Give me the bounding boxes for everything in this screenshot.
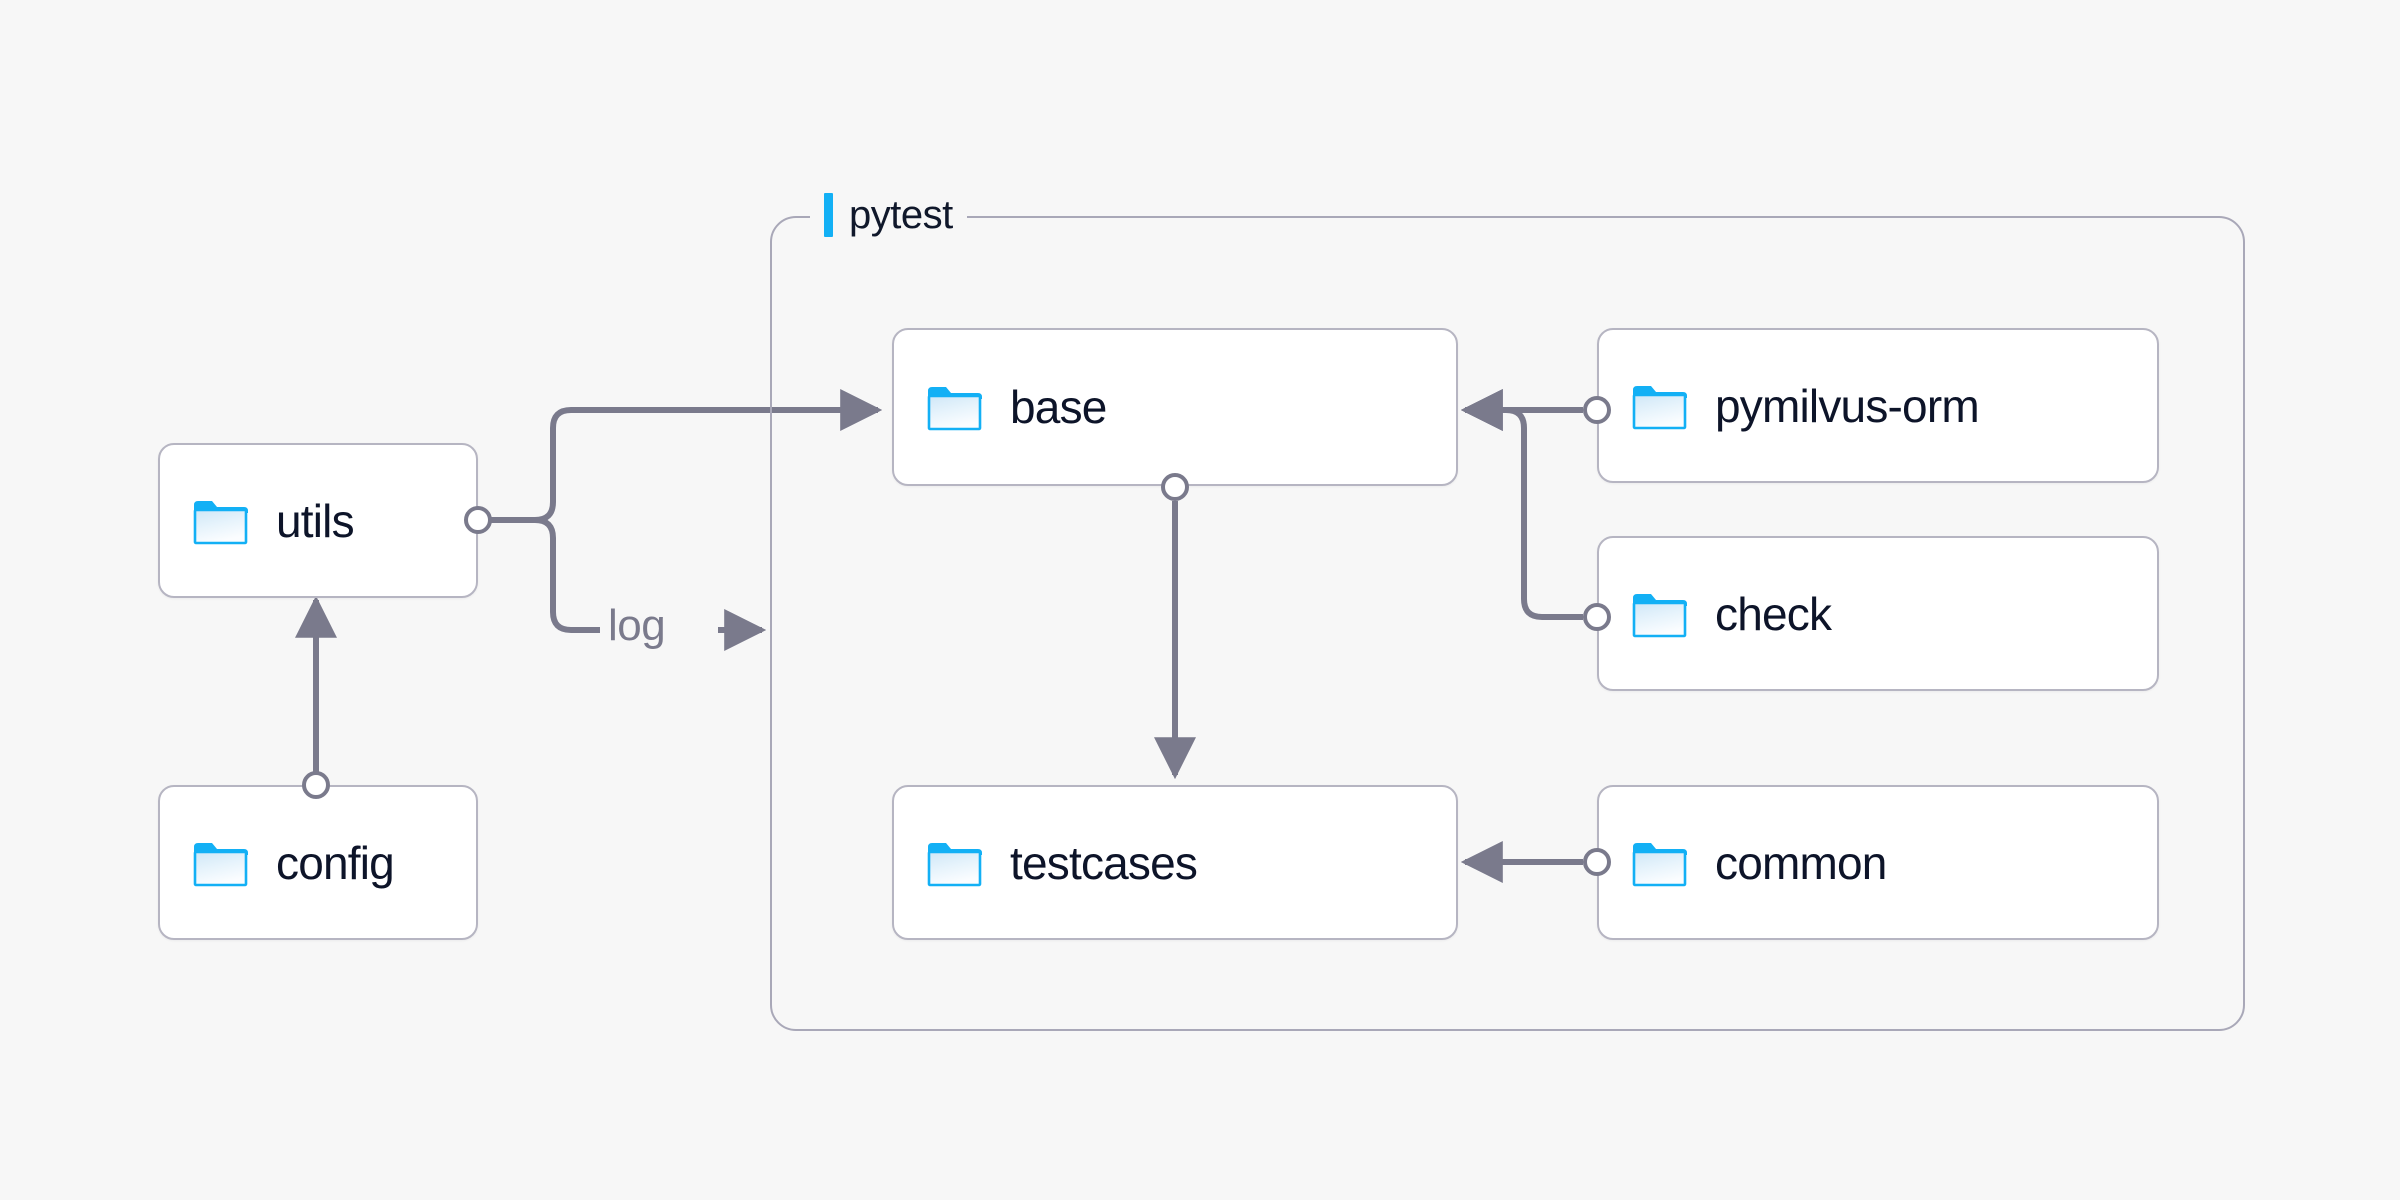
group-accent-bar [824, 193, 833, 237]
folder-icon [1632, 385, 1687, 429]
port-config-top[interactable] [302, 771, 330, 799]
node-check-label: check [1715, 587, 1832, 640]
node-testcases-label: testcases [1010, 836, 1198, 889]
folder-icon [927, 842, 982, 886]
port-base-bottom[interactable] [1161, 473, 1189, 501]
group-label-text: pytest [849, 192, 953, 237]
edge-label-log: log [600, 604, 674, 648]
port-check-left[interactable] [1583, 603, 1611, 631]
node-utils[interactable]: utils [158, 443, 478, 598]
node-base[interactable]: base [892, 328, 1458, 486]
port-pymilvus-orm-left[interactable] [1583, 396, 1611, 424]
node-check[interactable]: check [1597, 536, 2159, 691]
node-testcases[interactable]: testcases [892, 785, 1458, 940]
node-utils-label: utils [276, 494, 355, 547]
node-common-label: common [1715, 836, 1887, 889]
node-config-label: config [276, 836, 395, 889]
folder-icon [1632, 842, 1687, 886]
edge-utils-to-log [534, 517, 600, 633]
folder-icon [927, 387, 982, 431]
folder-icon [193, 842, 248, 886]
port-common-left[interactable] [1583, 848, 1611, 876]
folder-icon [193, 500, 248, 544]
node-base-label: base [1010, 381, 1107, 433]
node-pymilvus-orm[interactable]: pymilvus-orm [1597, 328, 2159, 483]
group-pytest[interactable] [770, 216, 2245, 1031]
port-utils-right[interactable] [464, 506, 492, 534]
node-pymilvus-orm-label: pymilvus-orm [1715, 379, 1980, 432]
node-config[interactable]: config [158, 785, 478, 940]
folder-icon [1632, 593, 1687, 637]
node-common[interactable]: common [1597, 785, 2159, 940]
group-pytest-label: pytest [810, 188, 967, 242]
